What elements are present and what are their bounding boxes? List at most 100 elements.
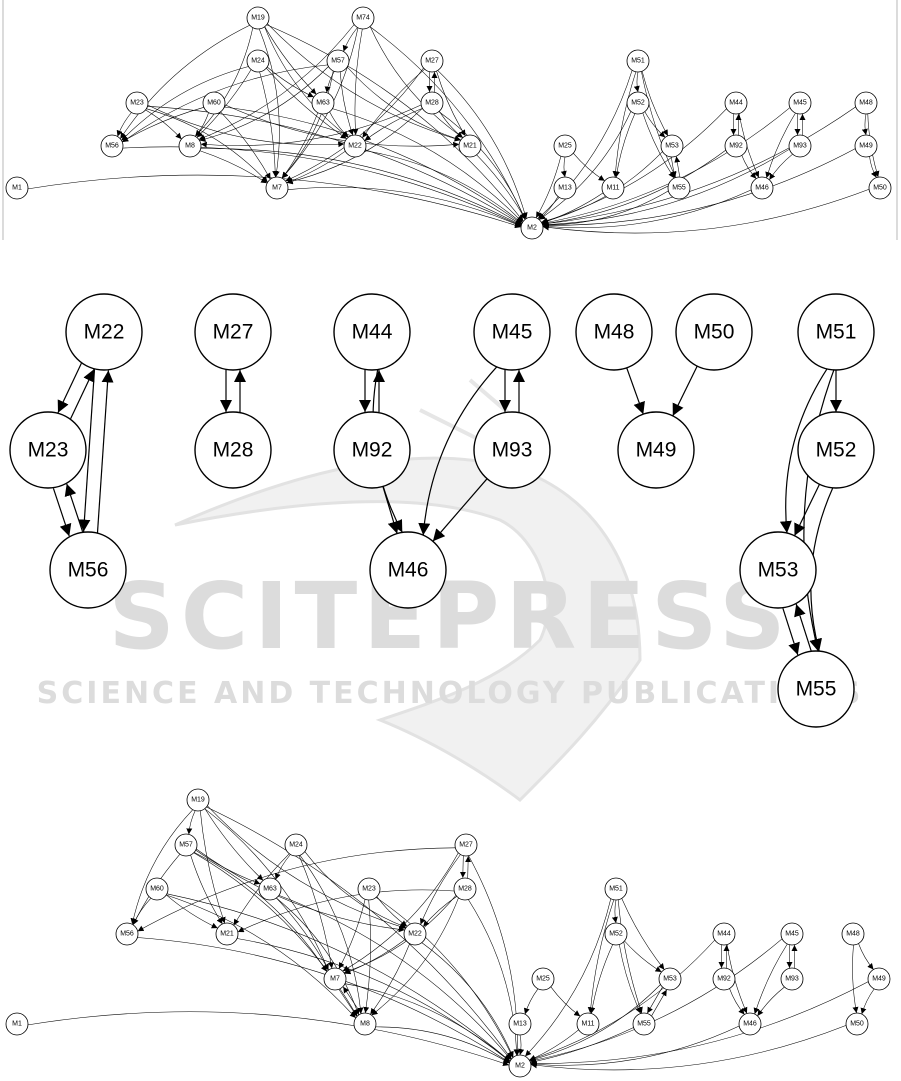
node-m27: M27 [420,49,444,73]
node-label-m8: M8 [360,1021,370,1028]
node-m2: M2 [508,1054,532,1078]
edge-m48-m2 [542,106,856,227]
node-m50: M50 [845,1012,869,1036]
edge-m56-m22 [96,370,114,533]
node-m48: M48 [854,91,878,115]
edge-m28-m2 [468,899,520,1056]
edge-m60-m56 [121,107,204,142]
node-m19: M19 [186,788,210,812]
edge-m52-m55 [619,944,641,1014]
node-label-m48: M48 [846,931,860,938]
node-m52: M52 [797,411,875,489]
node-circle-m1 [5,176,29,200]
node-m93: M93 [473,411,551,489]
edge-m60-m8 [166,894,357,1019]
node-m51: M51 [604,877,628,901]
edge-m22-m8 [370,943,410,1015]
node-label-m74: M74 [356,15,370,22]
node-circle-m63 [311,91,335,115]
node-label-m52: M52 [609,931,623,938]
edge-m56-m23 [64,483,84,532]
node-label-m22: M22 [408,931,422,938]
edge-m51-m2 [525,898,612,1057]
edge-m22-m7 [286,150,346,184]
edge-m50-m49 [672,365,698,417]
bottom-edges [27,805,875,1071]
node-circle-m21 [215,922,239,946]
node-circle-m11 [601,176,625,200]
node-circle-m56 [115,922,139,946]
edge-m11-m2 [541,192,604,225]
edge-m48-m50 [852,944,859,1014]
edge-m63-m7 [281,112,319,179]
edge-m57-m22 [339,71,354,136]
node-label-m56: M56 [105,143,119,150]
edge-m51-m55 [803,369,835,652]
node-label-m7: M7 [330,976,340,983]
node-label-m48: M48 [594,321,635,344]
edge-m28-m2 [438,111,526,220]
node-m93: M93 [780,967,804,991]
edge-m57-m8 [199,66,329,142]
node-m2: M2 [520,216,544,240]
edge-m45-m2 [529,938,783,1063]
node-m60: M60 [202,91,226,115]
node-label-m60: M60 [207,100,221,107]
node-m1: M1 [5,176,29,200]
edge-m52-m53 [644,111,666,138]
node-m48: M48 [575,293,653,371]
node-m1: M1 [5,1012,29,1036]
edge-m52-m11 [614,113,636,178]
edge-m19-m8 [195,27,254,137]
edge-m27-m28 [459,855,466,878]
top-edges [27,23,880,234]
node-circle-m48 [841,922,865,946]
node-circle-m60 [145,877,169,901]
node-m55: M55 [777,650,855,728]
node-m19: M19 [246,6,270,30]
node-circle-m44 [712,922,736,946]
edge-m56-m2 [122,146,522,227]
edge-m51-m11 [612,71,637,178]
node-circle-m23 [357,877,381,901]
edge-m57-m21 [190,854,223,925]
node-label-m52: M52 [631,100,645,107]
node-circle-m22 [343,134,367,158]
node-circle-m44 [724,91,748,115]
node-label-m27: M27 [425,58,439,65]
edge-m24-m7 [298,855,334,969]
edge-m93-m46 [432,478,488,542]
node-m25: M25 [553,134,577,158]
node-label-m92: M92 [729,143,743,150]
node-circle-m28 [194,411,272,489]
edge-m48-m49 [861,113,868,136]
node-label-m23: M23 [362,886,376,893]
node-circle-m49 [854,134,878,158]
node-label-m51: M51 [609,886,623,893]
node-label-m55: M55 [796,678,837,701]
edge-m57-m63 [324,71,335,93]
edge-m19-m21 [267,23,461,142]
node-m24: M24 [246,49,270,73]
edge-m60-m21 [166,894,218,929]
node-m22: M22 [403,922,427,946]
edge-m63-m2 [278,895,512,1060]
edge-m21-m2 [236,938,511,1062]
edge-m28-m21 [439,111,463,139]
edge-m19-m57 [186,810,196,835]
edge-m45-m46 [765,112,796,179]
edge-m49-m2 [530,981,869,1067]
node-m52: M52 [626,91,650,115]
node-label-m45: M45 [492,321,533,344]
edge-m51-m52 [633,71,640,93]
edge-m60-m56 [132,898,152,925]
edge-m53-m2 [529,984,661,1062]
edge-m53-m55 [647,987,663,1014]
node-m44: M44 [712,922,736,946]
edge-m23-m8 [363,899,371,1014]
edge-m52-m55 [642,112,675,179]
node-m13: M13 [553,176,577,200]
node-m51: M51 [797,293,875,371]
node-m56: M56 [100,134,124,158]
